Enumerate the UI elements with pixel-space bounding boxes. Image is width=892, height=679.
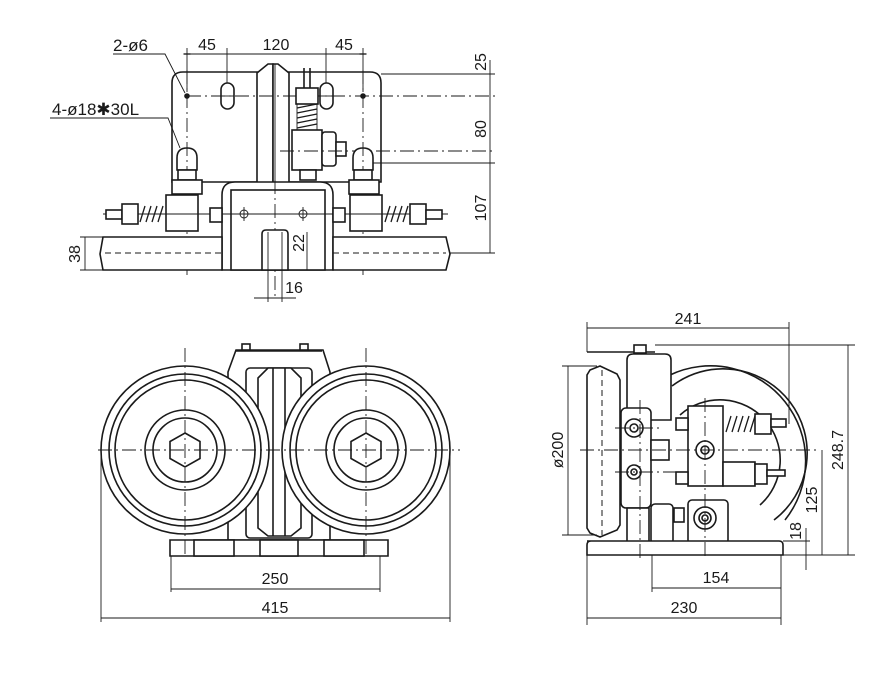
side-nut-left xyxy=(171,179,203,195)
side-view: 241 ø200 248.7 125 18 154 xyxy=(550,311,855,625)
side-block-right xyxy=(349,194,383,232)
callout-holes: 2-ø6 xyxy=(113,36,148,55)
hex-bolt-left xyxy=(169,432,201,468)
rail-slot xyxy=(261,229,289,271)
block-bolt xyxy=(335,141,347,157)
dim-80: 80 xyxy=(473,120,490,138)
rail-left-face xyxy=(256,63,274,186)
front-rail xyxy=(257,367,302,537)
right-wheel-edge xyxy=(332,236,451,271)
dim-250: 250 xyxy=(262,571,289,588)
nut-top xyxy=(295,87,319,105)
dim-o200: ø200 xyxy=(550,432,567,469)
top-view: 45 120 45 25 80 107 38 22 16 xyxy=(50,36,495,302)
mounting-plate xyxy=(171,71,382,183)
dim-45-left: 45 xyxy=(198,37,216,54)
side-lower-arm xyxy=(626,507,650,545)
dim-45-right: 45 xyxy=(335,37,353,54)
dim-230: 230 xyxy=(671,600,698,617)
dim-415: 415 xyxy=(262,600,289,617)
side-guide-wheel xyxy=(586,365,621,538)
dim-107: 107 xyxy=(473,195,490,222)
dim-125: 125 xyxy=(804,487,821,514)
front-dimensions: 250 415 xyxy=(100,450,451,622)
side-spring-right xyxy=(384,205,409,223)
side-spring xyxy=(725,415,756,433)
dim-25: 25 xyxy=(473,53,490,71)
spring-top xyxy=(296,103,318,130)
dim-22: 22 xyxy=(291,234,308,252)
callout-slots: 4-ø18✱30L xyxy=(52,100,139,119)
side-spring-left xyxy=(139,205,164,223)
dim-248-7: 248.7 xyxy=(830,430,847,470)
dim-120: 120 xyxy=(263,37,290,54)
side-top-bracket xyxy=(626,353,672,421)
side-block-left xyxy=(165,194,199,232)
side-wheel-outer xyxy=(669,365,807,521)
side-spring-nut-right xyxy=(409,203,427,225)
dim-16: 16 xyxy=(285,280,303,297)
top-dimensions: 45 120 45 25 80 107 38 22 16 xyxy=(67,37,495,302)
dim-18: 18 xyxy=(788,522,805,540)
top-roller-block xyxy=(291,129,323,171)
dim-154: 154 xyxy=(703,570,730,587)
dim-241: 241 xyxy=(675,311,702,328)
hex-bolt-right xyxy=(350,432,382,468)
dim-38: 38 xyxy=(67,245,84,263)
side-left-block xyxy=(620,407,652,509)
side-nut-right xyxy=(348,179,380,195)
side-base-plate xyxy=(586,540,784,556)
block-bottom-nut xyxy=(299,169,317,181)
side-spring-nut-left xyxy=(121,203,139,225)
rail-right-face xyxy=(272,63,290,186)
callouts: 2-ø6 4-ø18✱30L xyxy=(50,36,186,149)
side-dimensions: 241 ø200 248.7 125 18 154 xyxy=(550,311,855,625)
front-view: 250 415 xyxy=(98,343,460,622)
block-nut xyxy=(321,131,337,167)
